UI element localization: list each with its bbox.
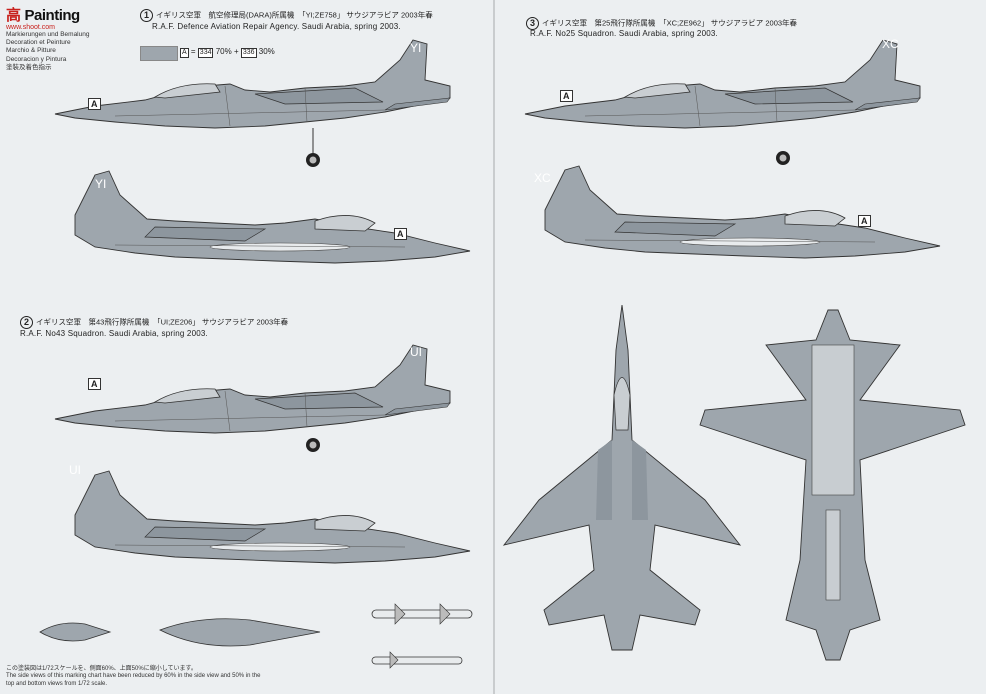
svg-text:XC: XC (534, 171, 551, 185)
color-mix-legend: A = 334 70% + 336 30% (180, 47, 275, 58)
svg-text:XC: XC (882, 37, 899, 51)
language-titles: Markierungen und Bemalung Decoration et … (6, 31, 90, 71)
scheme-2-subtitle: R.A.F. No43 Squadron. Saudi Arabia, spri… (20, 329, 208, 338)
svg-text:YI: YI (95, 177, 106, 191)
scheme-1-subtitle: R.A.F. Defence Aviation Repair Agency. S… (152, 22, 401, 31)
callout-a-5: A (858, 215, 871, 227)
callout-a-4: A (560, 90, 573, 102)
svg-text:UI: UI (410, 345, 422, 359)
callout-a-2: A (394, 228, 407, 240)
bottom-view (699, 309, 966, 661)
page-fold (493, 0, 495, 694)
top-view (502, 304, 742, 651)
drop-tank-small (39, 622, 112, 642)
svg-text:UI: UI (69, 463, 81, 477)
callout-a-1: A (88, 98, 101, 110)
svg-text:YI: YI (410, 41, 421, 55)
drop-tank-large (159, 618, 321, 647)
callout-a-3: A (88, 378, 101, 390)
missile-2 (371, 651, 463, 669)
missile-1 (371, 603, 473, 625)
scale-footnote: この塗装図は1/72スケールを、側面60%、上面50%に縮小しています。 The… (6, 666, 261, 687)
color-swatch (140, 46, 178, 61)
scheme-3-subtitle: R.A.F. No25 Squadron. Saudi Arabia, spri… (530, 29, 718, 38)
